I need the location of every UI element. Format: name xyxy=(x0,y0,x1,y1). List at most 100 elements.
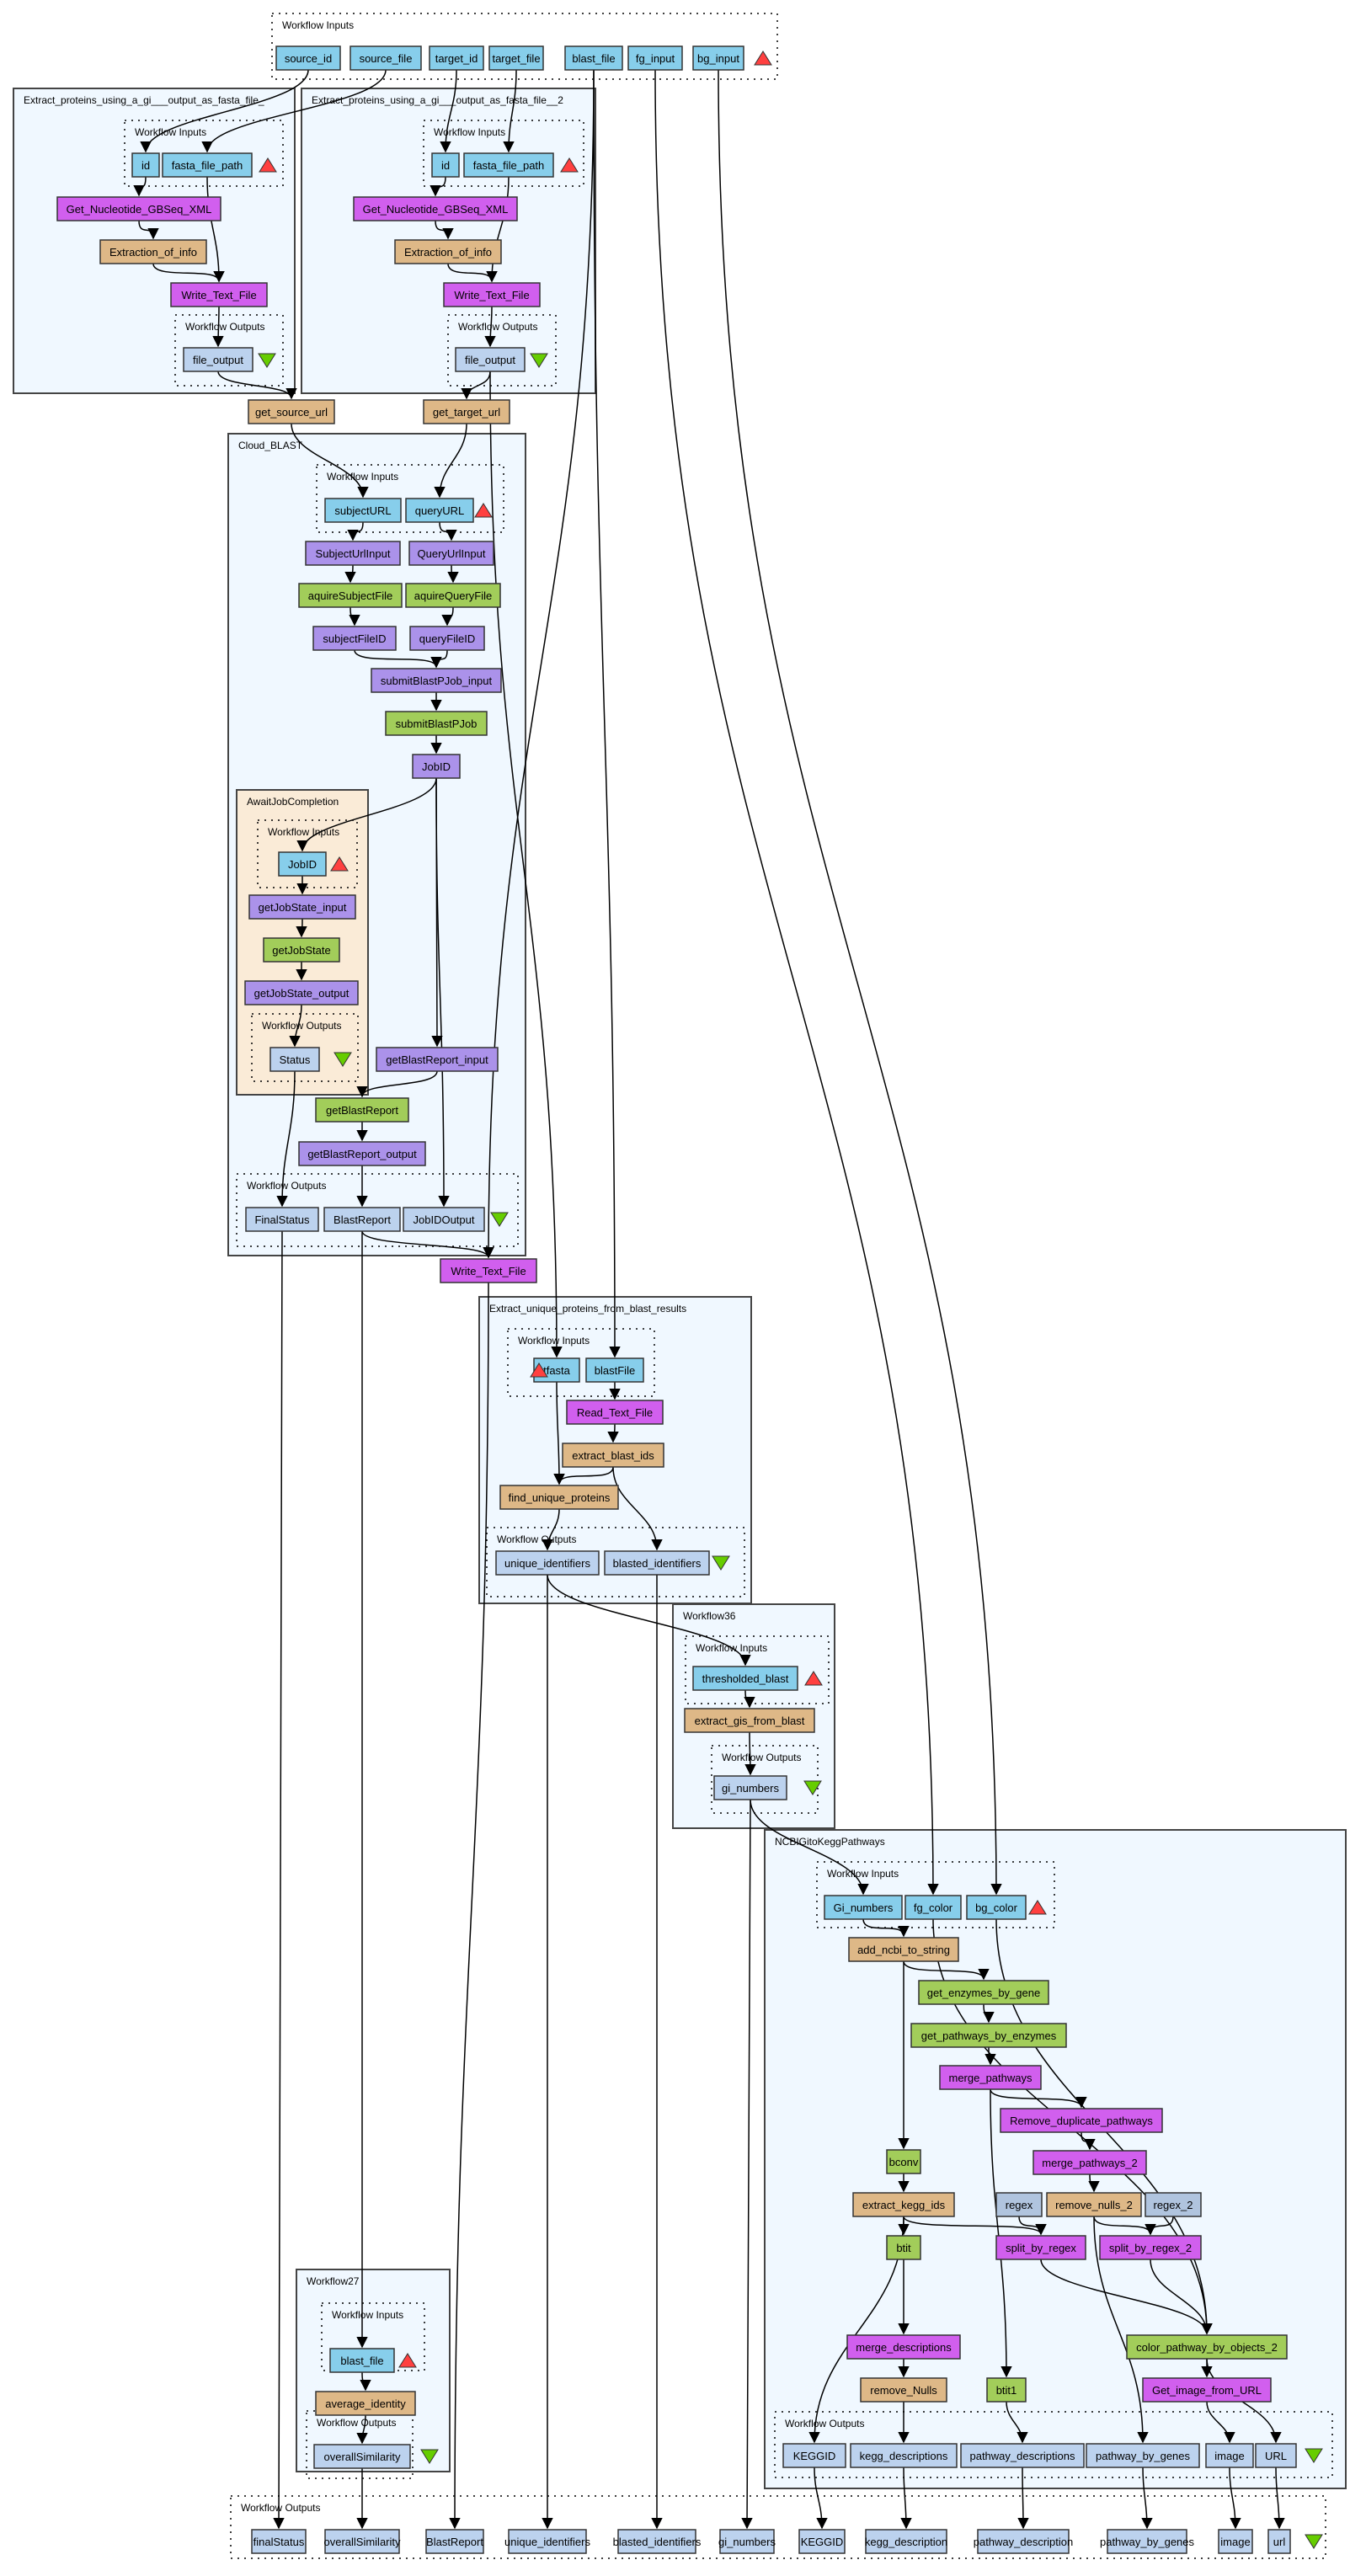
node-cb-QueryUrlInput[interactable]: QueryUrlInput xyxy=(408,541,494,566)
xml-box[interactable] xyxy=(409,626,485,651)
node-blast-file[interactable]: blast_file xyxy=(564,45,623,71)
node-o-unique[interactable]: unique_identifiers xyxy=(504,2529,590,2554)
input-box[interactable] xyxy=(627,45,683,71)
beanshell-box[interactable] xyxy=(248,399,335,424)
beanshell-box[interactable] xyxy=(848,1937,959,1962)
node-k-btit[interactable]: btit xyxy=(886,2235,921,2260)
node-o-finalStatus[interactable]: finalStatus xyxy=(251,2529,307,2554)
node-cb-aquireQueryFile[interactable]: aquireQueryFile xyxy=(405,583,501,608)
node-o-BlastReport[interactable]: BlastReport xyxy=(425,2529,484,2554)
node-fg-input[interactable]: fg_input xyxy=(627,45,683,71)
xml-box[interactable] xyxy=(244,980,359,1005)
node-aw-gjs[interactable]: getJobState xyxy=(263,937,340,963)
input-box[interactable] xyxy=(463,152,554,178)
beanshell-box[interactable] xyxy=(394,239,502,264)
local-box[interactable] xyxy=(56,196,221,221)
output-box[interactable] xyxy=(850,2443,958,2468)
input-box[interactable] xyxy=(131,152,160,178)
wsdl-box[interactable] xyxy=(405,583,501,608)
xml-box[interactable] xyxy=(371,668,502,693)
node-k-md[interactable]: merge_descriptions xyxy=(846,2334,961,2360)
node-k-rn2[interactable]: remove_nulls_2 xyxy=(1046,2192,1142,2217)
node-w27-ai[interactable]: average_identity xyxy=(315,2391,416,2416)
input-box[interactable] xyxy=(278,851,327,877)
node-k-add[interactable]: add_ncbi_to_string xyxy=(848,1937,959,1962)
local-box[interactable] xyxy=(1099,2235,1202,2260)
node-cb-subjectFileID[interactable]: subjectFileID xyxy=(312,626,397,651)
node-k-pbe[interactable]: get_pathways_by_enzymes xyxy=(910,2023,1067,2048)
output-box[interactable] xyxy=(508,2529,587,2554)
output-box[interactable] xyxy=(1205,2443,1254,2468)
node-get-source-url[interactable]: get_source_url xyxy=(248,399,335,424)
output-box[interactable] xyxy=(782,2443,846,2468)
output-box[interactable] xyxy=(455,347,526,372)
node-ep1-id[interactable]: id xyxy=(131,152,160,178)
node-w36-tb[interactable]: thresholded_blast xyxy=(692,1666,798,1691)
node-eu-find[interactable]: find_unique_proteins xyxy=(499,1485,619,1510)
node-cb-aquireSubjectFile[interactable]: aquireSubjectFile xyxy=(298,583,403,608)
local-box[interactable] xyxy=(1142,2377,1272,2403)
beanshell-box[interactable] xyxy=(860,2377,947,2403)
input-box[interactable] xyxy=(431,152,460,178)
node-ep1-write[interactable]: Write_Text_File xyxy=(170,282,268,307)
node-source-file[interactable]: source_file xyxy=(350,45,422,71)
node-o-gi[interactable]: gi_numbers xyxy=(718,2529,776,2554)
xml-box[interactable] xyxy=(305,541,401,566)
wsdl-box[interactable] xyxy=(886,2235,921,2260)
input-box[interactable] xyxy=(324,498,402,523)
wsdl-box[interactable] xyxy=(385,711,488,736)
node-o-overallSimilarity[interactable]: overallSimilarity xyxy=(323,2529,401,2554)
output-box[interactable] xyxy=(251,2529,307,2554)
node-cb-submitInput[interactable]: submitBlastPJob_input xyxy=(371,668,502,693)
input-box[interactable] xyxy=(488,45,544,71)
node-eu-extract[interactable]: extract_blast_ids xyxy=(562,1443,664,1468)
node-cb-FinalStatus[interactable]: FinalStatus xyxy=(245,1207,319,1232)
node-ep2-fo[interactable]: file_output xyxy=(455,347,526,372)
output-box[interactable] xyxy=(617,2529,696,2554)
node-k-btit1[interactable]: btit1 xyxy=(986,2377,1027,2403)
node-o-blasted[interactable]: blasted_identifiers xyxy=(613,2529,702,2554)
node-ep1-fasta[interactable]: fasta_file_path xyxy=(162,152,253,178)
input-box[interactable] xyxy=(904,1895,962,1920)
node-get-target-url[interactable]: get_target_url xyxy=(423,399,510,424)
node-cb-gbro[interactable]: getBlastReport_output xyxy=(298,1141,426,1166)
output-box[interactable] xyxy=(183,347,253,372)
local-box[interactable] xyxy=(353,196,518,221)
node-k-merge[interactable]: merge_pathways xyxy=(939,2065,1042,2090)
constant-box[interactable] xyxy=(995,2192,1043,2217)
node-k-img[interactable]: Get_image_from_URL xyxy=(1142,2377,1272,2403)
node-cb-submit[interactable]: submitBlastPJob xyxy=(385,711,488,736)
output-box[interactable] xyxy=(1267,2529,1291,2554)
input-box[interactable] xyxy=(162,152,253,178)
output-box[interactable] xyxy=(1086,2443,1200,2468)
node-k-o-kd[interactable]: kegg_descriptions xyxy=(850,2443,958,2468)
node-k-sbr2[interactable]: split_by_regex_2 xyxy=(1099,2235,1202,2260)
local-box[interactable] xyxy=(1000,2108,1163,2133)
node-k-color[interactable]: color_pathway_by_objects_2 xyxy=(1126,2334,1288,2360)
node-eu-read[interactable]: Read_Text_File xyxy=(566,1400,664,1425)
beanshell-box[interactable] xyxy=(852,2192,955,2217)
node-target-file[interactable]: target_file xyxy=(488,45,544,71)
node-target-id[interactable]: target_id xyxy=(429,45,484,71)
node-k-enz[interactable]: get_enzymes_by_gene xyxy=(918,1980,1049,2005)
node-aw-gjso[interactable]: getJobState_output xyxy=(244,980,359,1005)
node-aw-JobID[interactable]: JobID xyxy=(278,851,327,877)
input-box[interactable] xyxy=(429,45,484,71)
node-cb-gbri[interactable]: getBlastReport_input xyxy=(376,1047,499,1072)
node-aw-gjsi[interactable]: getJobState_input xyxy=(248,894,356,920)
node-eu-unique[interactable]: unique_identifiers xyxy=(495,1550,600,1576)
node-k-ekid[interactable]: extract_kegg_ids xyxy=(852,2192,955,2217)
node-k-bg[interactable]: bg_color xyxy=(966,1895,1027,1920)
local-box[interactable] xyxy=(443,282,541,307)
node-ep1-get[interactable]: Get_Nucleotide_GBSeq_XML xyxy=(56,196,221,221)
node-ep2-write[interactable]: Write_Text_File xyxy=(443,282,541,307)
output-box[interactable] xyxy=(977,2529,1070,2554)
output-box[interactable] xyxy=(1107,2529,1187,2554)
node-k-sbr[interactable]: split_by_regex xyxy=(995,2235,1086,2260)
beanshell-box[interactable] xyxy=(99,239,207,264)
input-box[interactable] xyxy=(966,1895,1027,1920)
output-box[interactable] xyxy=(865,2529,947,2554)
node-k-regex2[interactable]: regex_2 xyxy=(1145,2192,1202,2217)
node-cb-queryFileID[interactable]: queryFileID xyxy=(409,626,485,651)
node-k-rN[interactable]: remove_Nulls xyxy=(860,2377,947,2403)
